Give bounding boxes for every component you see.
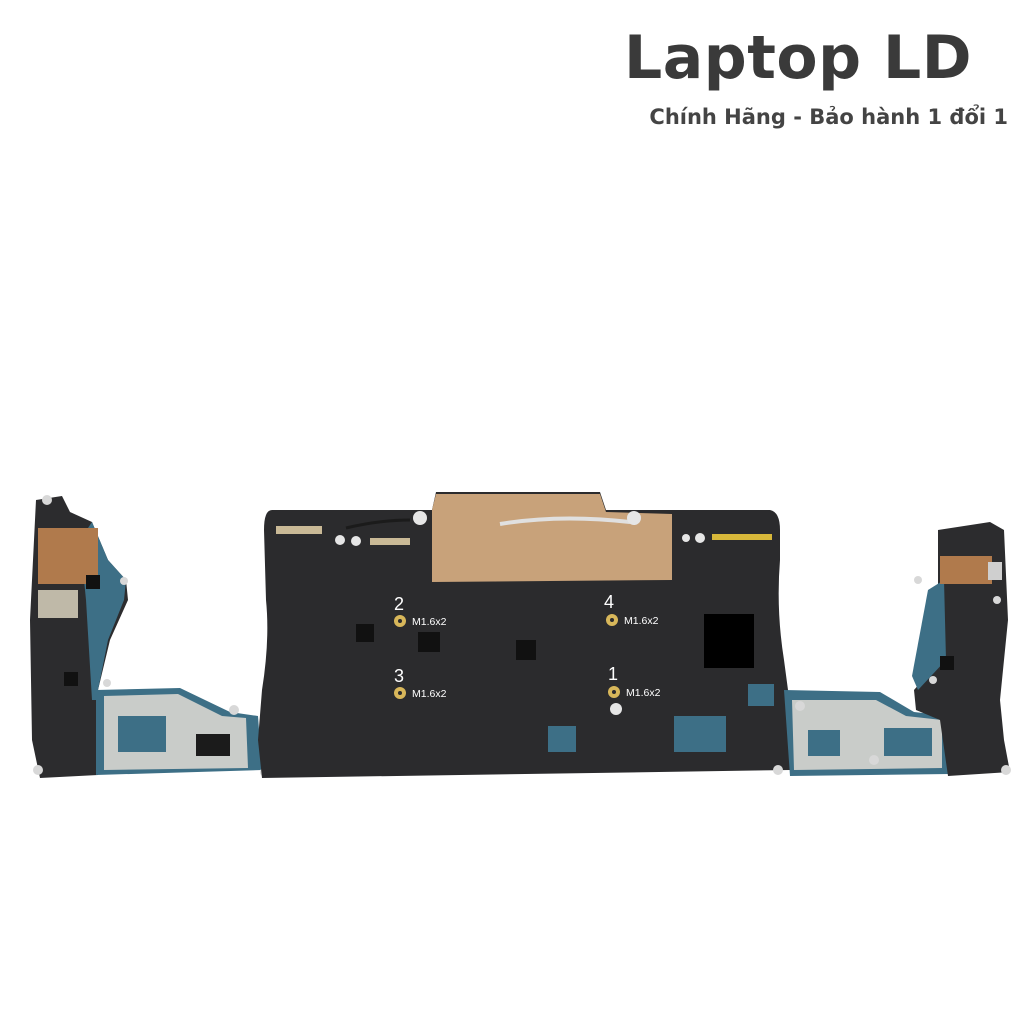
- left-heatsink: [33, 688, 270, 777]
- screw-number-label: 3: [394, 666, 404, 686]
- chip: [548, 726, 576, 752]
- brand-block: Laptop LD Chính Hãng - Bảo hành 1 đổi 1: [624, 22, 1008, 132]
- chip: [674, 716, 726, 752]
- chip: [418, 632, 440, 652]
- connector: [276, 526, 322, 534]
- screw-size-label: M1.6x2: [412, 688, 447, 700]
- screw-2: 2 M1.6x2: [394, 594, 447, 628]
- connector: [712, 534, 772, 540]
- screw-size-label: M1.6x2: [624, 615, 659, 627]
- screw-size-label: M1.6x2: [412, 616, 447, 628]
- brand-title: Laptop LD: [624, 23, 972, 93]
- left-daughter-board: [30, 495, 128, 778]
- screw-number-label: 1: [608, 664, 618, 684]
- screw-1: 1 M1.6x2: [608, 664, 661, 715]
- chip: [356, 624, 374, 642]
- screw-4: 4 M1.6x2: [604, 592, 659, 627]
- connector: [370, 538, 410, 545]
- screw-number-label: 4: [604, 592, 614, 612]
- chip: [704, 614, 754, 668]
- chip: [748, 684, 774, 706]
- chip: [516, 640, 536, 660]
- screw-size-label: M1.6x2: [626, 687, 661, 699]
- right-heatsink: [773, 690, 950, 776]
- copper-tape: [432, 494, 672, 582]
- brand-subtitle: Chính Hãng - Bảo hành 1 đổi 1: [649, 105, 1008, 129]
- right-daughter-board: [912, 522, 1011, 776]
- screw-3: 3 M1.6x2: [394, 666, 447, 700]
- screw-number-label: 2: [394, 594, 404, 614]
